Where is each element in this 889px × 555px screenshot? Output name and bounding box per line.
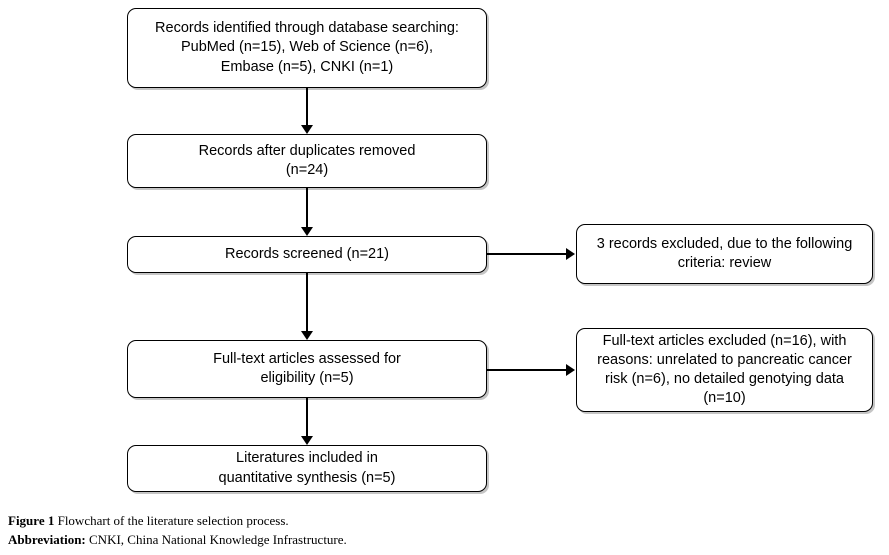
flow-node-records-identified: Records identified through database sear… xyxy=(127,8,487,88)
connector-screened-to-excluded xyxy=(487,253,567,255)
arrowhead-down-icon xyxy=(301,125,313,134)
figure-caption: Figure 1 Flowchart of the literature sel… xyxy=(8,512,788,550)
flow-node-fulltext-assessed-label: Full-text articles assessed for eligibil… xyxy=(213,350,401,386)
abbreviation-text: CNKI, China National Knowledge Infrastru… xyxy=(85,531,347,547)
arrowhead-down-icon xyxy=(301,331,313,340)
figure-caption-line-1: Figure 1 Flowchart of the literature sel… xyxy=(8,512,788,531)
arrowhead-right-icon xyxy=(566,248,575,260)
flow-node-fulltext-excluded-label: Full-text articles excluded (n=16), with… xyxy=(597,332,852,407)
flow-node-records-excluded: 3 records excluded, due to the following… xyxy=(576,224,873,284)
figure-number-label: Figure 1 xyxy=(8,513,55,528)
flow-node-duplicates-removed: Records after duplicates removed (n=24) xyxy=(127,134,487,188)
flow-node-duplicates-removed-label: Records after duplicates removed (n=24) xyxy=(198,142,416,178)
flow-node-records-screened: Records screened (n=21) xyxy=(127,236,487,273)
connector-fulltext-to-excluded xyxy=(487,369,567,371)
arrowhead-down-icon xyxy=(301,227,313,236)
connector-fulltext-to-included xyxy=(306,398,308,436)
arrowhead-right-icon xyxy=(566,364,575,376)
prisma-flowchart: Records identified through database sear… xyxy=(127,8,873,492)
connector-screened-to-fulltext xyxy=(306,273,308,331)
figure-caption-text: Flowchart of the literature selection pr… xyxy=(54,513,289,528)
connector-duplicates-to-screened xyxy=(306,188,308,227)
flow-node-fulltext-assessed: Full-text articles assessed for eligibil… xyxy=(127,340,487,398)
flow-node-records-identified-label: Records identified through database sear… xyxy=(155,20,459,75)
figure-caption-line-2: Abbreviation: CNKI, China National Knowl… xyxy=(8,531,788,550)
flow-node-records-excluded-label: 3 records excluded, due to the following… xyxy=(596,235,853,271)
flow-node-records-screened-label: Records screened (n=21) xyxy=(224,245,390,262)
abbreviation-label: Abbreviation: xyxy=(8,531,86,547)
flow-node-literatures-included-label: Literatures included in quantitative syn… xyxy=(218,450,396,486)
connector-identified-to-duplicates xyxy=(306,88,308,125)
flow-node-fulltext-excluded: Full-text articles excluded (n=16), with… xyxy=(576,328,873,412)
flow-node-literatures-included: Literatures included in quantitative syn… xyxy=(127,445,487,492)
arrowhead-down-icon xyxy=(301,436,313,445)
